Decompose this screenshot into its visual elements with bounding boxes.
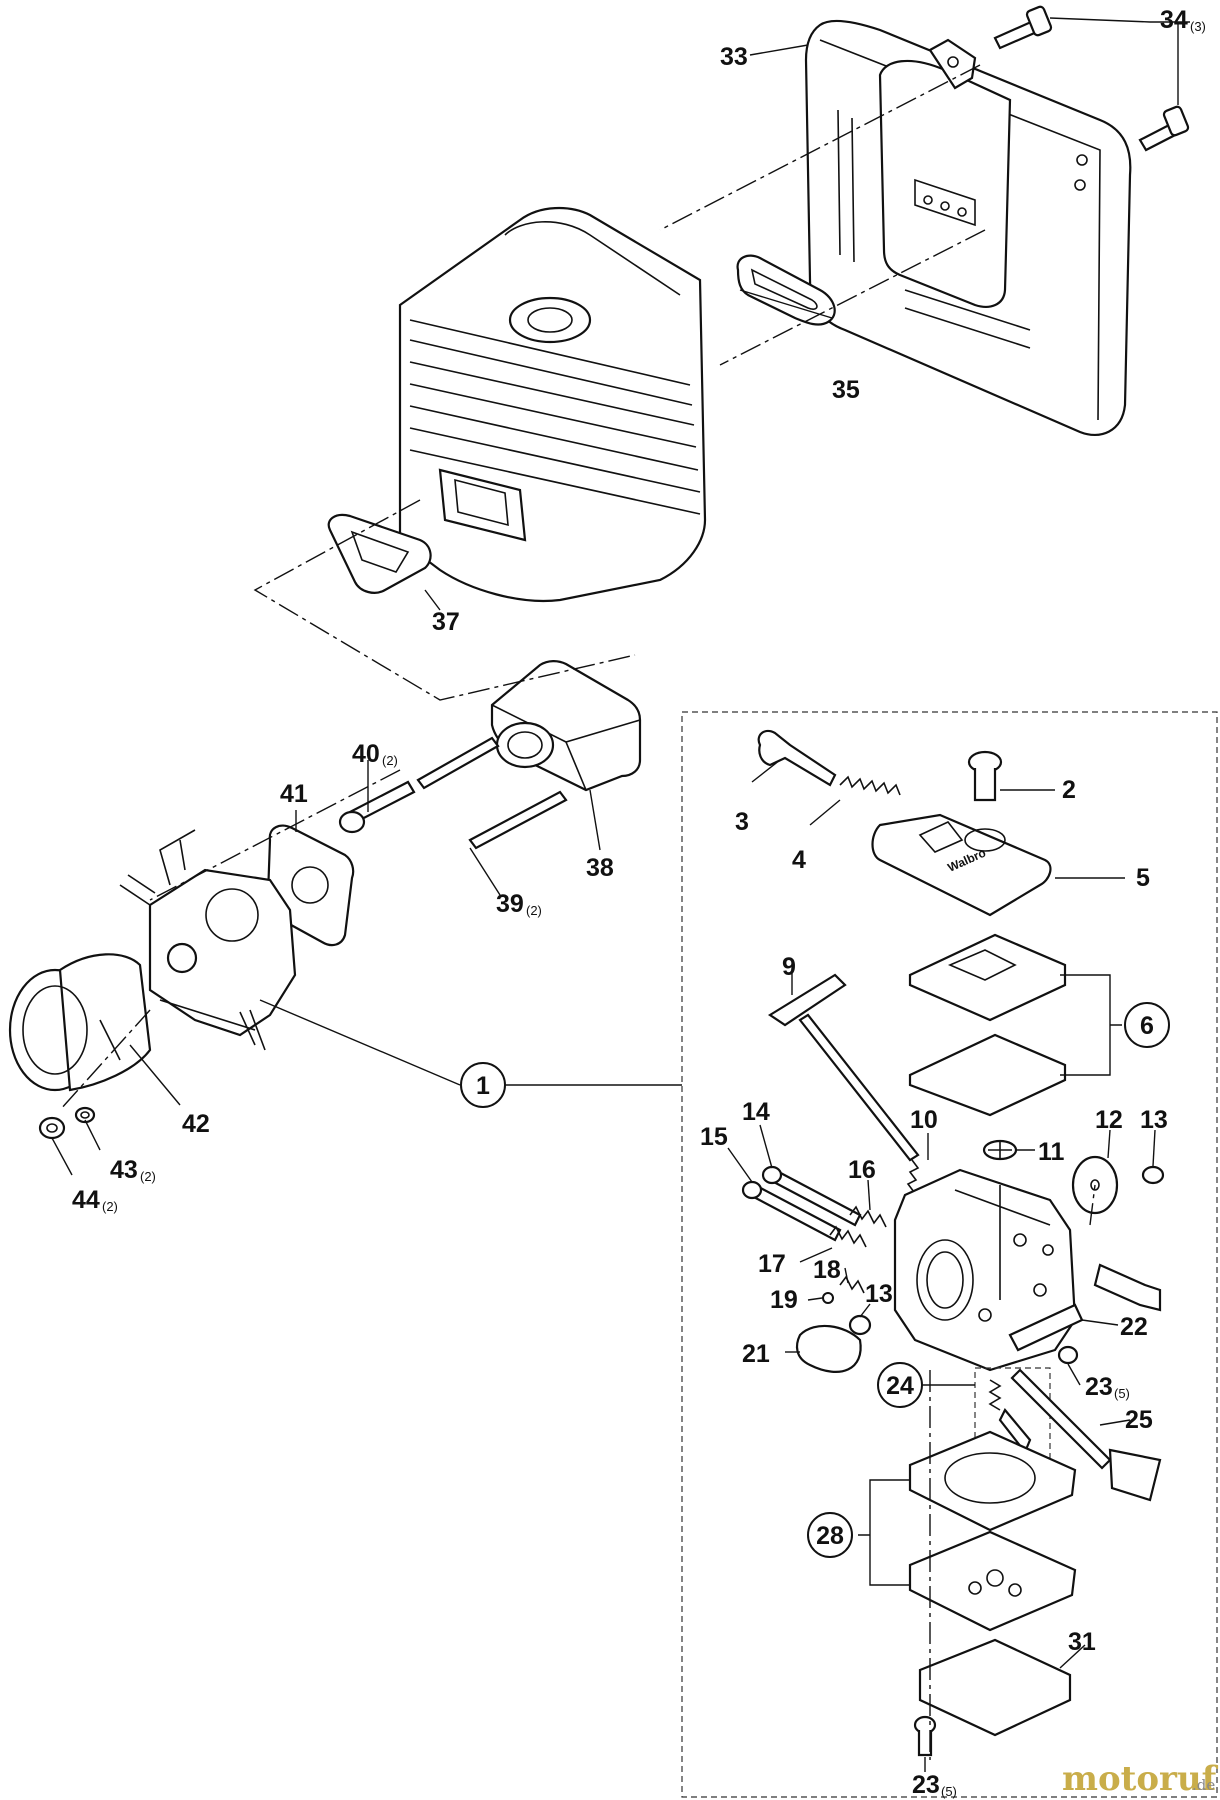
cylinder <box>398 206 707 603</box>
label-40-qty: (2) <box>382 753 398 768</box>
intake-gasket <box>327 513 432 594</box>
label-23-upper-num: 23 <box>1085 1373 1113 1401</box>
watermark-tld: .de <box>1192 1776 1215 1794</box>
label-5: 5 <box>1136 864 1150 892</box>
intake-manifold <box>490 660 642 792</box>
label-9: 9 <box>782 953 796 981</box>
label-3: 3 <box>735 808 749 836</box>
label-39-num: 39 <box>496 890 524 918</box>
label-13-lower: 13 <box>865 1280 893 1308</box>
muffler <box>804 19 1132 437</box>
muffler-bolts <box>993 5 1190 152</box>
label-33: 33 <box>720 43 748 71</box>
carb-parts <box>741 729 1165 1757</box>
label-23-upper-qty: (5) <box>1114 1386 1130 1401</box>
label-34: 34 (3) <box>1160 6 1206 34</box>
label-23-upper: 23 (5) <box>1085 1373 1130 1401</box>
label-40: 40 (2) <box>352 740 398 768</box>
label-23-lower: 23 (5) <box>912 1771 957 1799</box>
label-39-qty: (2) <box>526 903 542 918</box>
label-2: 2 <box>1062 776 1076 804</box>
carburetor-assembly <box>119 829 297 1051</box>
label-23-lower-num: 23 <box>912 1771 940 1799</box>
callout-labels: 1 2 3 4 5 6 9 10 11 12 13 13 14 15 16 17… <box>72 6 1206 1799</box>
label-10: 10 <box>910 1106 938 1134</box>
label-43: 43 (2) <box>110 1156 156 1184</box>
assembly-axes <box>59 64 1096 1760</box>
label-42: 42 <box>182 1110 210 1138</box>
label-4: 4 <box>792 846 806 874</box>
label-44: 44 (2) <box>72 1186 118 1214</box>
label-24: 24 <box>886 1372 914 1400</box>
label-22: 22 <box>1120 1313 1148 1341</box>
watermark-brand: motoruf <box>1062 1759 1219 1799</box>
label-43-num: 43 <box>110 1156 138 1184</box>
label-18: 18 <box>813 1256 841 1284</box>
label-35: 35 <box>832 376 860 404</box>
watermark: motoruf .de <box>1062 1759 1219 1799</box>
intake-horn <box>8 953 152 1092</box>
label-ring-28 <box>807 1512 853 1558</box>
label-12: 12 <box>1095 1106 1123 1134</box>
label-ring-1 <box>460 1062 506 1108</box>
label-44-num: 44 <box>72 1186 100 1214</box>
leader-lines <box>51 17 1190 1772</box>
label-34-qty: (3) <box>1190 19 1206 34</box>
label-21: 21 <box>742 1340 770 1368</box>
studs <box>338 736 568 850</box>
label-37: 37 <box>432 608 460 636</box>
label-13: 13 <box>1140 1106 1168 1134</box>
label-15: 15 <box>700 1123 728 1151</box>
label-40-num: 40 <box>352 740 380 768</box>
label-38: 38 <box>586 854 614 882</box>
label-ring-24 <box>877 1362 923 1408</box>
label-6: 6 <box>1140 1012 1154 1040</box>
label-1: 1 <box>476 1072 490 1100</box>
label-39: 39 (2) <box>496 890 542 918</box>
label-44-qty: (2) <box>102 1199 118 1214</box>
label-14: 14 <box>742 1098 770 1126</box>
label-19: 19 <box>770 1286 798 1314</box>
label-17: 17 <box>758 1250 786 1278</box>
label-43-qty: (2) <box>140 1169 156 1184</box>
label-23-lower-qty: (5) <box>941 1784 957 1799</box>
label-25: 25 <box>1125 1406 1153 1434</box>
label-16: 16 <box>848 1156 876 1184</box>
label-41: 41 <box>280 780 308 808</box>
label-31: 31 <box>1068 1628 1096 1656</box>
label-ring-6 <box>1124 1002 1170 1048</box>
label-34-num: 34 <box>1160 6 1188 34</box>
label-28: 28 <box>816 1522 844 1550</box>
label-11: 11 <box>1038 1138 1065 1166</box>
